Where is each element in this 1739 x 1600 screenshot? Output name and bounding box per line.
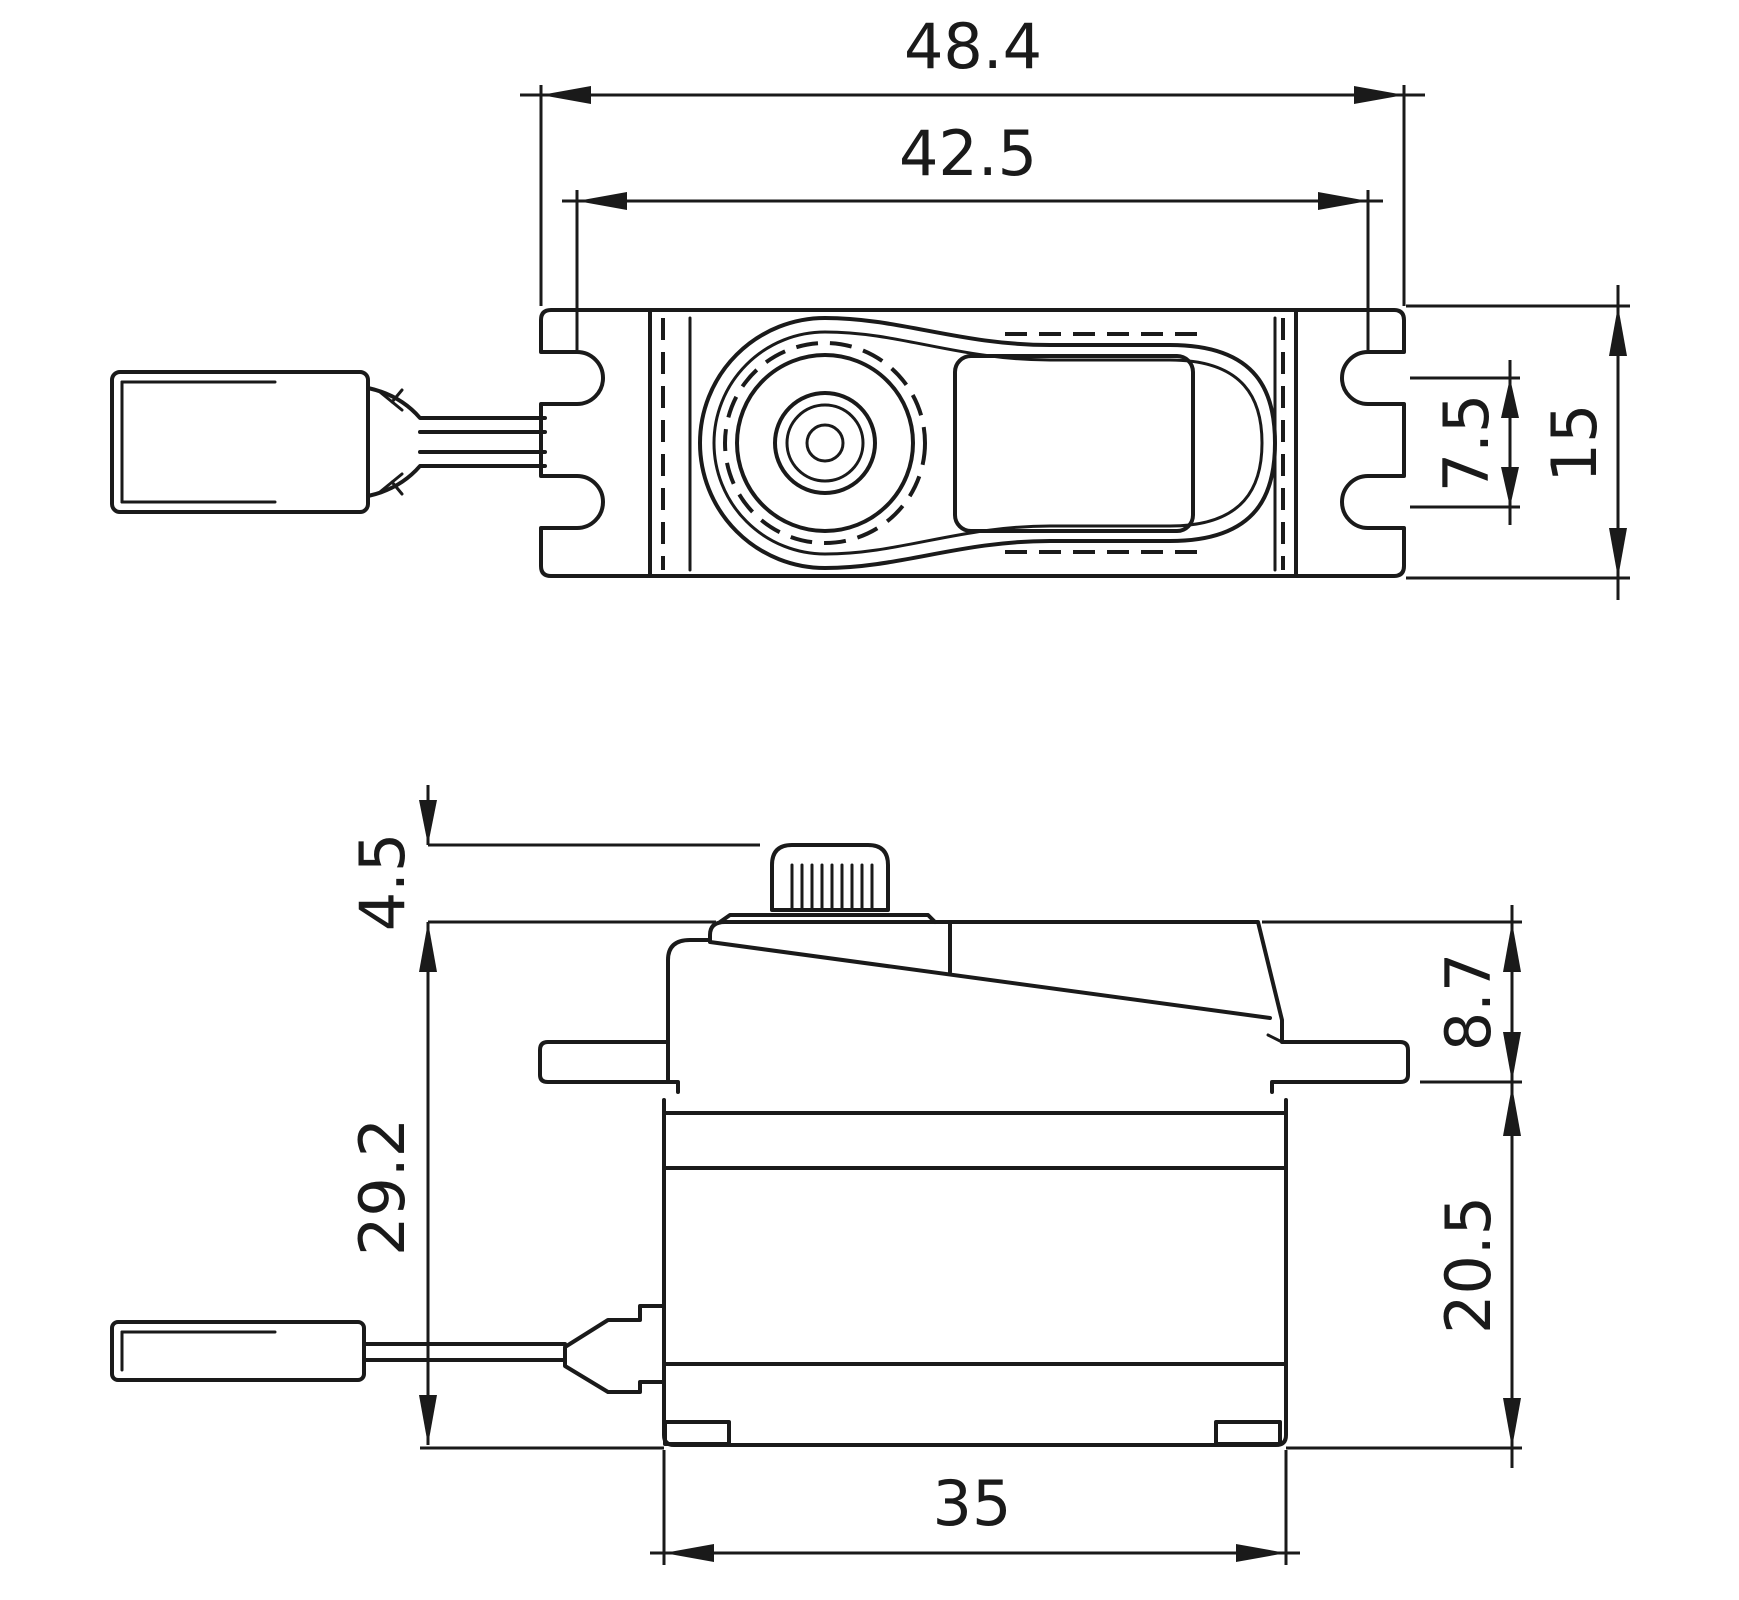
dim-label-7-5: 7.5 xyxy=(1430,394,1503,493)
connector-plug-side xyxy=(110,1304,666,1394)
dim-hole-spacing: 42.5 xyxy=(562,117,1383,350)
dim-spline-height: 4.5 xyxy=(346,785,760,931)
dim-total-height: 29.2 xyxy=(346,922,664,1450)
mounting-flange-top xyxy=(539,308,1406,578)
dim-label-20-5: 20.5 xyxy=(1432,1196,1505,1334)
connector-plug-top xyxy=(110,370,370,514)
upper-case xyxy=(666,920,1284,1082)
dim-width: 15 xyxy=(1406,285,1630,600)
dim-label-42-5: 42.5 xyxy=(899,117,1037,190)
dim-label-4-5: 4.5 xyxy=(346,833,419,932)
foot-right xyxy=(1214,1420,1282,1446)
dim-label-48-4: 48.4 xyxy=(904,10,1042,83)
foot-left xyxy=(663,1420,731,1446)
dim-body-length: 35 xyxy=(650,1450,1300,1565)
dim-label-29-2: 29.2 xyxy=(346,1118,419,1256)
dim-lower-height: 20.5 xyxy=(1286,1082,1522,1468)
mounting-flange-side xyxy=(538,1033,1410,1094)
dim-label-8-7: 8.7 xyxy=(1432,953,1505,1052)
dim-overall-length: 48.4 xyxy=(520,10,1425,306)
output-spline xyxy=(718,843,937,924)
gear-housing-top xyxy=(698,316,1277,570)
servo-wires-top xyxy=(366,386,547,498)
lower-case xyxy=(662,1098,1288,1447)
dim-upper-height: 8.7 xyxy=(1262,905,1522,1084)
dim-label-35: 35 xyxy=(933,1467,1012,1540)
side-view: 4.5 29.2 8.7 20.5 xyxy=(110,785,1522,1565)
top-view: 48.4 42.5 7.5 15 xyxy=(110,10,1630,600)
label-panel-top xyxy=(953,354,1195,533)
dim-label-15: 15 xyxy=(1538,404,1611,483)
dim-slot-spacing: 7.5 xyxy=(1410,360,1520,525)
